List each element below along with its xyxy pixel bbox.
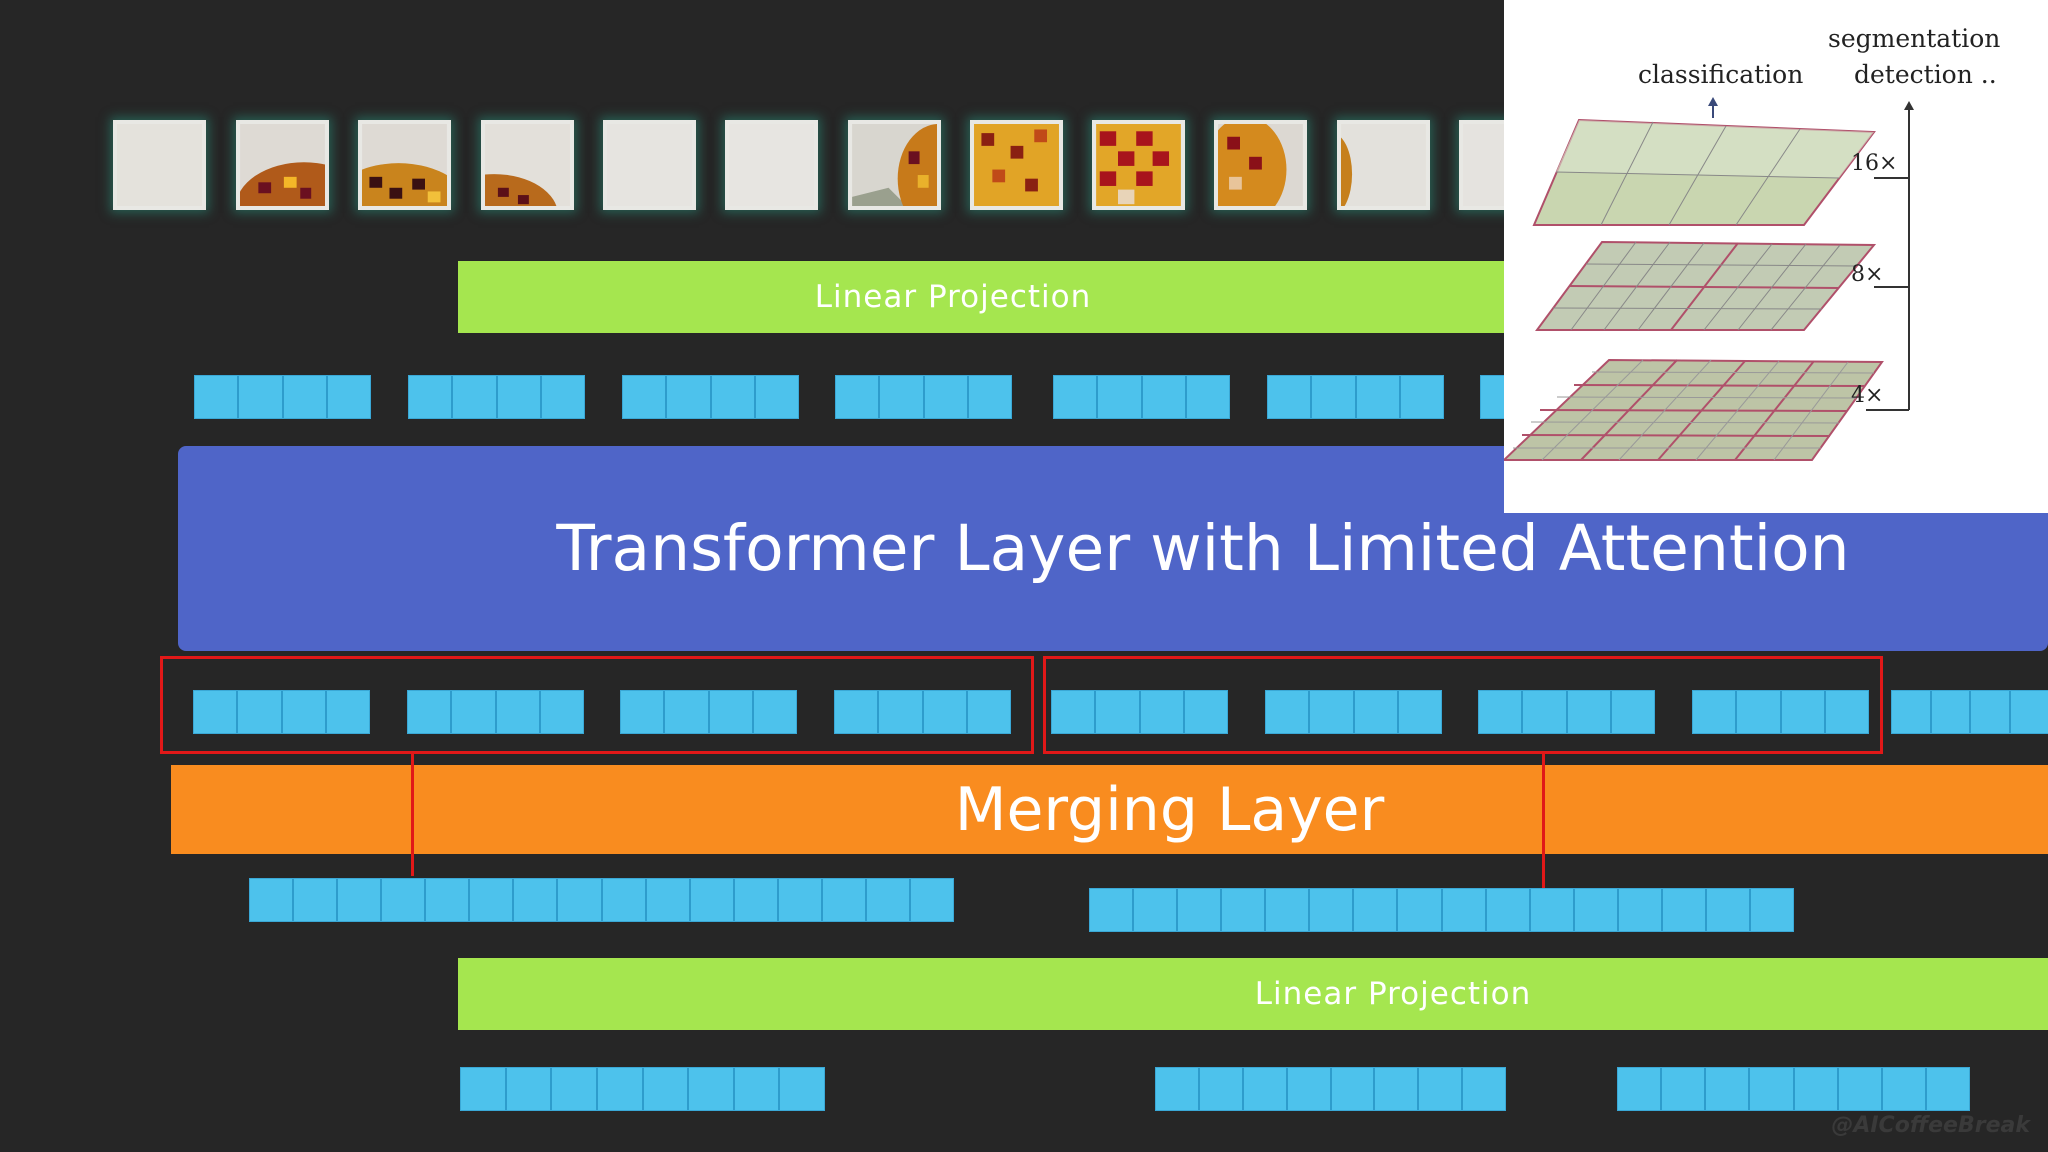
segmentation-label: segmentation [1828, 24, 2001, 53]
arrow-classification-icon [1708, 97, 1718, 118]
classification-label: classification [1638, 60, 1804, 89]
arrow-dense-prediction-icon [1866, 101, 1914, 411]
image-patch [113, 120, 206, 210]
token-group [408, 375, 585, 419]
image-patch [848, 120, 941, 210]
merged-token-group [1089, 888, 1794, 932]
window-highlight-left [160, 656, 1034, 754]
feature-map-8x [1535, 240, 1877, 331]
token-group [1051, 690, 1228, 734]
image-patch [725, 120, 818, 210]
token-group [1891, 690, 2048, 734]
hierarchical-feature-map-figure: classification segmentation detection ..… [1504, 0, 2048, 513]
detection-label: detection .. [1854, 60, 1997, 89]
feature-map-4x [1504, 358, 1884, 461]
merge-connector-right [1542, 752, 1545, 890]
image-patch [481, 120, 574, 210]
image-patch [358, 120, 451, 210]
image-patch [1092, 120, 1185, 210]
token-group [834, 690, 1011, 734]
watermark: @AICoffeeBreak [1831, 1113, 2030, 1138]
token-group [620, 690, 797, 734]
window-highlight-right [1043, 656, 1883, 754]
token-group [1053, 375, 1230, 419]
token-group [1267, 375, 1444, 419]
feature-pyramid-drawing [1504, 97, 1914, 461]
output-token-group [460, 1067, 825, 1111]
token-group [407, 690, 584, 734]
scale-4x-label: 4× [1851, 383, 1884, 408]
image-patch [603, 120, 696, 210]
token-group [1265, 690, 1442, 734]
image-patch [236, 120, 329, 210]
output-token-group [1617, 1067, 1970, 1111]
feature-map-16x [1532, 118, 1876, 226]
output-token-group [1155, 1067, 1506, 1111]
image-patch [1214, 120, 1307, 210]
token-group [193, 690, 370, 734]
merged-token-group [249, 878, 954, 922]
merge-connector-left [411, 752, 414, 876]
token-group [1478, 690, 1655, 734]
merging-layer: Merging Layer [171, 765, 2048, 854]
token-group [1692, 690, 1869, 734]
linear-projection-bottom: Linear Projection [458, 958, 2048, 1030]
transformer-layer: Transformer Layer with Limited Attention [178, 446, 2048, 651]
token-group [194, 375, 371, 419]
token-group [835, 375, 1012, 419]
scale-8x-label: 8× [1851, 262, 1884, 287]
scale-16x-label: 16× [1851, 151, 1898, 176]
image-patch [1337, 120, 1430, 210]
image-patch [970, 120, 1063, 210]
token-group [622, 375, 799, 419]
